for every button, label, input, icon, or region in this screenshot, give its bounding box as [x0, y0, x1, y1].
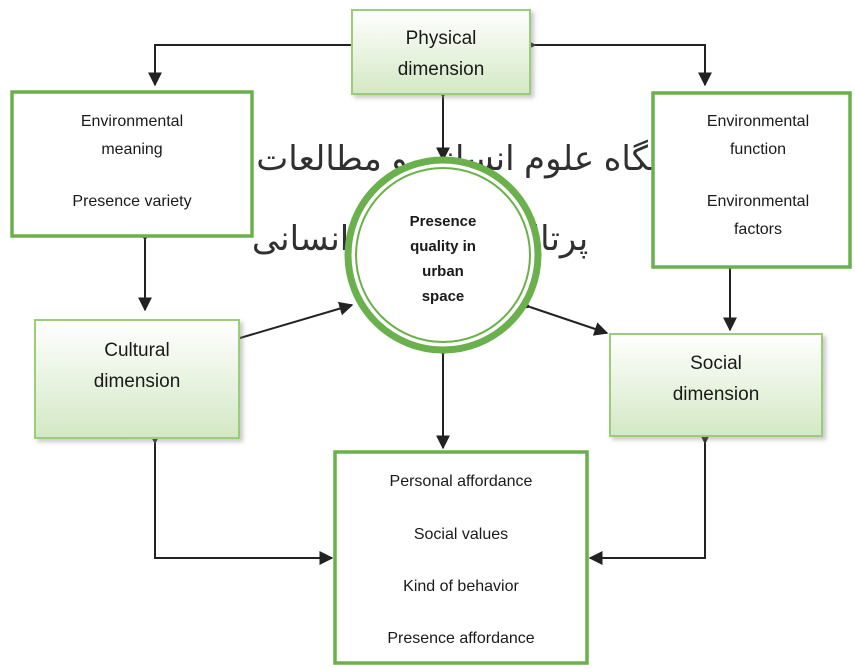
physical-dimension-box: Physical dimension	[351, 9, 531, 95]
environmental-function-box: Environmental function Environmental fac…	[651, 91, 852, 269]
social-dimension-box: Social dimension	[609, 333, 823, 437]
physical-line-2: dimension	[398, 59, 485, 80]
function-line-1: Environmental	[707, 113, 809, 130]
behavior-item-3: Kind of behavior	[403, 578, 519, 595]
physical-line-1: Physical	[406, 28, 477, 49]
environmental-meaning-box: Environmental meaning Presence variety	[10, 90, 254, 238]
arrow-cultural-center	[225, 301, 354, 349]
center-circle: Presence quality in urban space	[344, 156, 542, 354]
connectors	[138, 38, 737, 565]
behavior-box: Personal affordance Social values Kind o…	[333, 450, 589, 665]
behavior-item-4: Presence affordance	[387, 630, 534, 647]
function-line-2: function	[730, 141, 786, 158]
cultural-line-2: dimension	[94, 371, 181, 392]
center-line-1: Presence	[410, 213, 477, 230]
arrow-social-behavior	[588, 430, 712, 565]
center-line-3: urban	[422, 263, 464, 280]
meaning-line-2: meaning	[101, 141, 162, 158]
arrow-physical-function	[522, 38, 712, 87]
behavior-item-2: Social values	[414, 526, 508, 543]
social-line-2: dimension	[673, 384, 760, 405]
meaning-line-1: Environmental	[81, 113, 183, 130]
factors-line-1: Environmental	[707, 193, 809, 210]
factors-line-2: factors	[734, 221, 782, 238]
presence-variety-label: Presence variety	[72, 193, 191, 210]
center-line-2: quality in	[410, 238, 476, 255]
cultural-line-1: Cultural	[104, 340, 169, 361]
arrow-physical-meaning	[148, 38, 363, 87]
arrow-cultural-behavior	[148, 430, 334, 565]
center-line-4: space	[422, 288, 465, 305]
behavior-item-1: Personal affordance	[390, 473, 533, 490]
cultural-dimension-box: Cultural dimension	[34, 319, 240, 439]
social-line-1: Social	[690, 353, 742, 374]
arrow-social-center	[515, 296, 609, 336]
